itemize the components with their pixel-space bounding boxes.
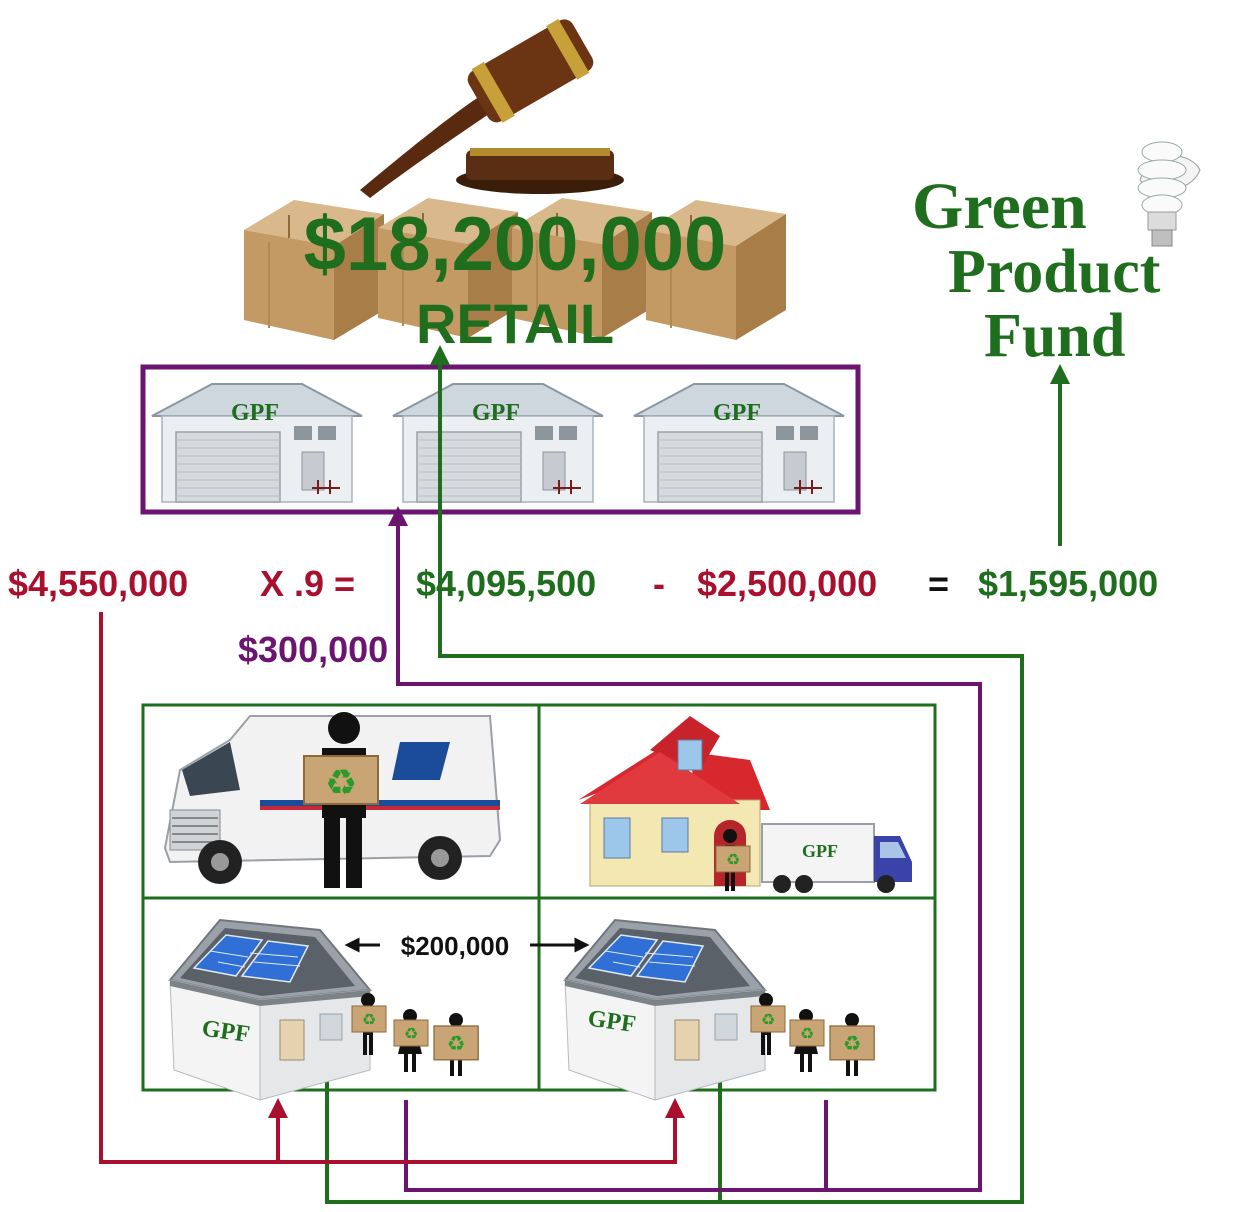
gavel-icon [360,19,624,198]
warehouse: GPF [151,383,363,503]
auction-label: RETAIL [416,292,614,355]
flow-arrows [99,345,1070,1204]
warehouse-frame [140,364,861,515]
warehouse-sign: GPF [231,400,279,426]
hub-transfer: $200,000 [344,931,590,961]
cfl-bulb-icon [1137,141,1201,247]
net-amount: $4,095,500 [416,563,596,604]
warehouse-row: GPF GPF GPF [140,364,861,515]
svg-text:♻: ♻ [325,763,357,804]
auction-amount: $18,200,000 [304,202,727,287]
warehouse-flow-amount: $300,000 [238,629,388,670]
profit-equation: $4,550,000 X .9 = $4,095,500 - $2,500,00… [8,563,1158,604]
collection-grid: ♻ GPF GPF [141,703,937,1101]
auction-group: $18,200,000 RETAIL [243,19,787,355]
red-flow-to-hubs [99,612,685,1164]
gross-amount: $4,550,000 [8,563,188,604]
gpf-truck-icon: GPF [761,823,912,893]
logo-line-2: Product [948,238,1161,306]
mail-carrier-figure: ♻ [303,712,379,888]
cost-amount: $2,500,000 [697,563,877,604]
result-amount: $1,595,000 [978,563,1158,604]
warehouse-sign: GPF [472,400,520,426]
solar-hub: GPF [564,919,875,1101]
warehouse: GPF [392,383,604,503]
warehouse-sign: GPF [713,400,761,426]
solar-hub: GPF [169,919,479,1101]
equals-sign: = [928,563,949,604]
hub-transfer-amount: $200,000 [401,931,509,961]
fund-logo: Green Product Fund [912,141,1201,370]
purple-flow-to-warehouses [388,506,982,1192]
logo-line-1: Green [912,170,1087,243]
green-flow-to-auction [325,345,1024,1204]
truck-sign: GPF [802,841,838,861]
minus-sign: - [653,563,665,604]
logo-line-3: Fund [984,302,1125,370]
warehouse: GPF [633,383,845,503]
multiplier: X .9 = [260,563,355,604]
